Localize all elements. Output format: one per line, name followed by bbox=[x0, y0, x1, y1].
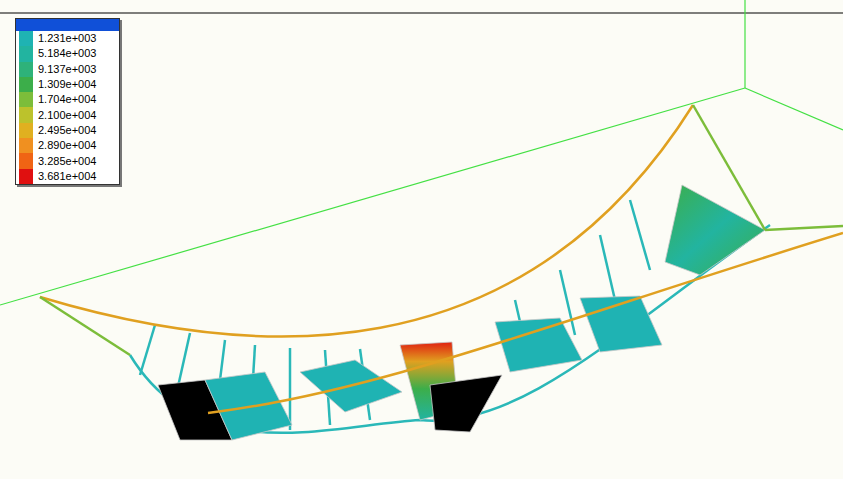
legend-swatch bbox=[19, 138, 33, 153]
legend-value: 2.890e+004 bbox=[38, 138, 96, 153]
legend-value: 1.704e+004 bbox=[38, 92, 96, 107]
legend-swatch bbox=[19, 62, 33, 77]
legend-value: 2.495e+004 bbox=[38, 123, 96, 138]
legend-value: 9.137e+003 bbox=[38, 62, 96, 77]
legend-header bbox=[16, 19, 119, 31]
legend-value: 1.231e+003 bbox=[38, 31, 96, 46]
legend-swatch bbox=[19, 169, 33, 184]
legend-row: 5.184e+003 bbox=[16, 46, 119, 61]
legend-row: 3.681e+004 bbox=[16, 169, 119, 184]
legend-value: 5.184e+003 bbox=[38, 46, 96, 61]
legend-value: 3.681e+004 bbox=[38, 169, 96, 184]
legend-row: 2.890e+004 bbox=[16, 138, 119, 153]
legend-swatch bbox=[19, 77, 33, 92]
legend-row: 9.137e+003 bbox=[16, 62, 119, 77]
legend-swatch bbox=[19, 92, 33, 107]
legend-swatch bbox=[19, 31, 33, 46]
legend-swatch bbox=[19, 123, 33, 138]
legend-row: 3.285e+004 bbox=[16, 153, 119, 168]
legend-row: 1.231e+003 bbox=[16, 31, 119, 46]
legend-swatch bbox=[19, 107, 33, 122]
legend-row: 1.309e+004 bbox=[16, 77, 119, 92]
legend-swatch bbox=[19, 46, 33, 61]
legend-row: 2.100e+004 bbox=[16, 107, 119, 122]
color-legend: 1.231e+0035.184e+0039.137e+0031.309e+004… bbox=[15, 18, 120, 185]
legend-value: 3.285e+004 bbox=[38, 154, 96, 169]
legend-row: 2.495e+004 bbox=[16, 123, 119, 138]
legend-swatch bbox=[19, 153, 33, 168]
legend-value: 2.100e+004 bbox=[38, 108, 96, 123]
legend-value: 1.309e+004 bbox=[38, 77, 96, 92]
legend-row: 1.704e+004 bbox=[16, 92, 119, 107]
